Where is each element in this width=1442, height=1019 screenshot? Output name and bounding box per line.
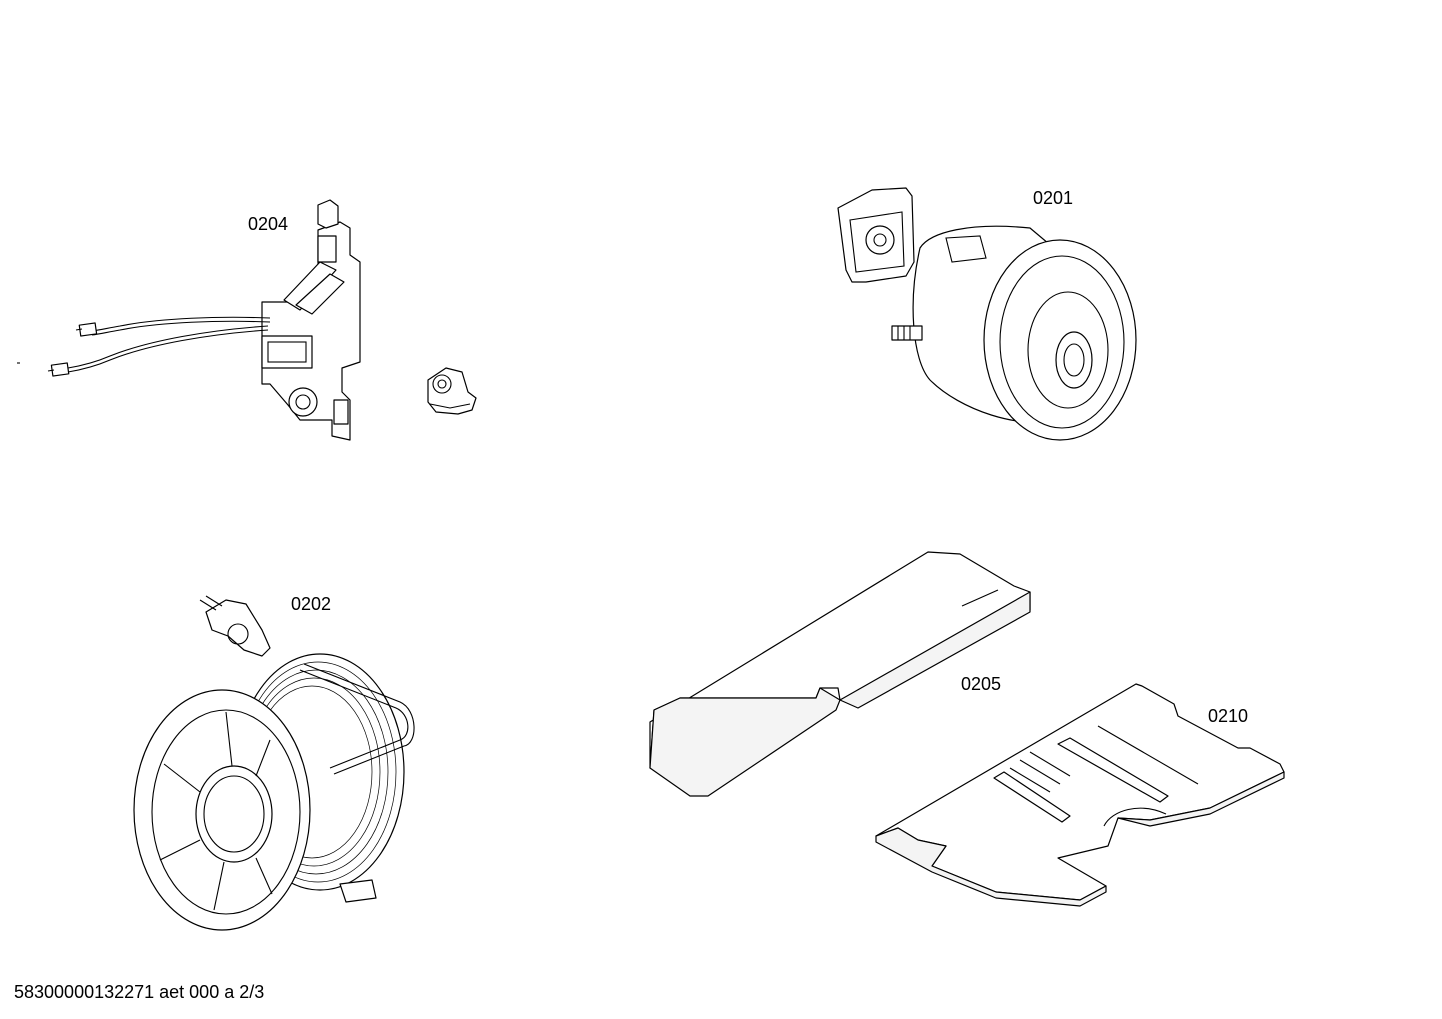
part-label-0202: 0202 — [291, 594, 332, 614]
cable-reel-drawing — [133, 595, 415, 931]
control-board-drawing — [47, 199, 361, 441]
part-label-0210: 0210 — [1208, 706, 1249, 726]
motor-drawing — [837, 187, 1137, 441]
part-label-0205: 0205 — [961, 674, 1002, 694]
small-clip-drawing — [427, 367, 477, 415]
part-label-0204: 0204 — [248, 214, 289, 234]
pad-0210-drawing — [875, 683, 1285, 907]
document-code: 58300000132271 aet 000 a 2/3 — [14, 982, 265, 1002]
part-label-0201: 0201 — [1033, 188, 1074, 208]
pad-0205-drawing — [649, 551, 1031, 797]
